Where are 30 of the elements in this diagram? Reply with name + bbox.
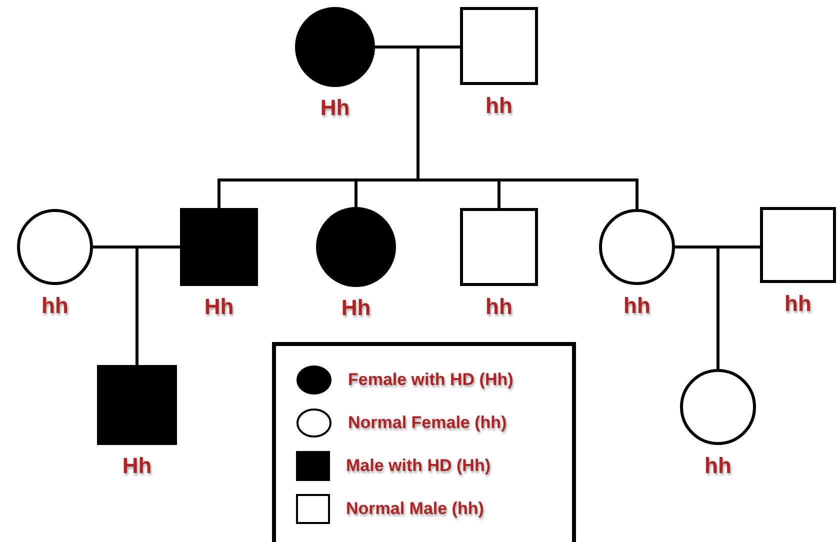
unaffected-male-square	[460, 7, 538, 85]
legend-text: Normal Male (hh)	[346, 498, 484, 520]
unaffected-female-circle	[17, 209, 93, 285]
affected-male-square	[97, 365, 177, 445]
genotype-label: hh	[486, 296, 512, 318]
pedigree-line	[416, 47, 638, 209]
unaffected-female-circle	[599, 209, 675, 285]
pedigree-line	[134, 246, 138, 365]
affected-male-square	[180, 208, 258, 286]
genotype-label: Hh	[320, 97, 350, 119]
pedigree-line	[675, 246, 760, 248]
genotype-label: hh	[42, 295, 68, 317]
genotype-label: Hh	[122, 455, 152, 477]
legend-text: Normal Female (hh)	[348, 412, 507, 434]
legend-text: Male with HD (Hh)	[346, 454, 490, 477]
legend-text: Female with HD (Hh)	[348, 368, 514, 391]
genotype-label: hh	[784, 293, 812, 315]
genotype-label: Hh	[341, 297, 371, 319]
pedigree-line	[93, 246, 180, 248]
genotype-label: Hh	[204, 296, 234, 318]
unaffected-female-circle	[680, 369, 756, 445]
unaffected-male-square	[460, 208, 538, 286]
affected-female-circle	[295, 7, 375, 87]
genotype-label: hh	[704, 455, 732, 477]
unaffected-male-square	[760, 207, 836, 283]
pedigree-line	[716, 246, 720, 369]
genotype-label: hh	[624, 295, 650, 317]
genotype-label: hh	[486, 95, 512, 117]
pedigree-line	[375, 46, 460, 48]
affected-female-circle	[316, 207, 396, 287]
